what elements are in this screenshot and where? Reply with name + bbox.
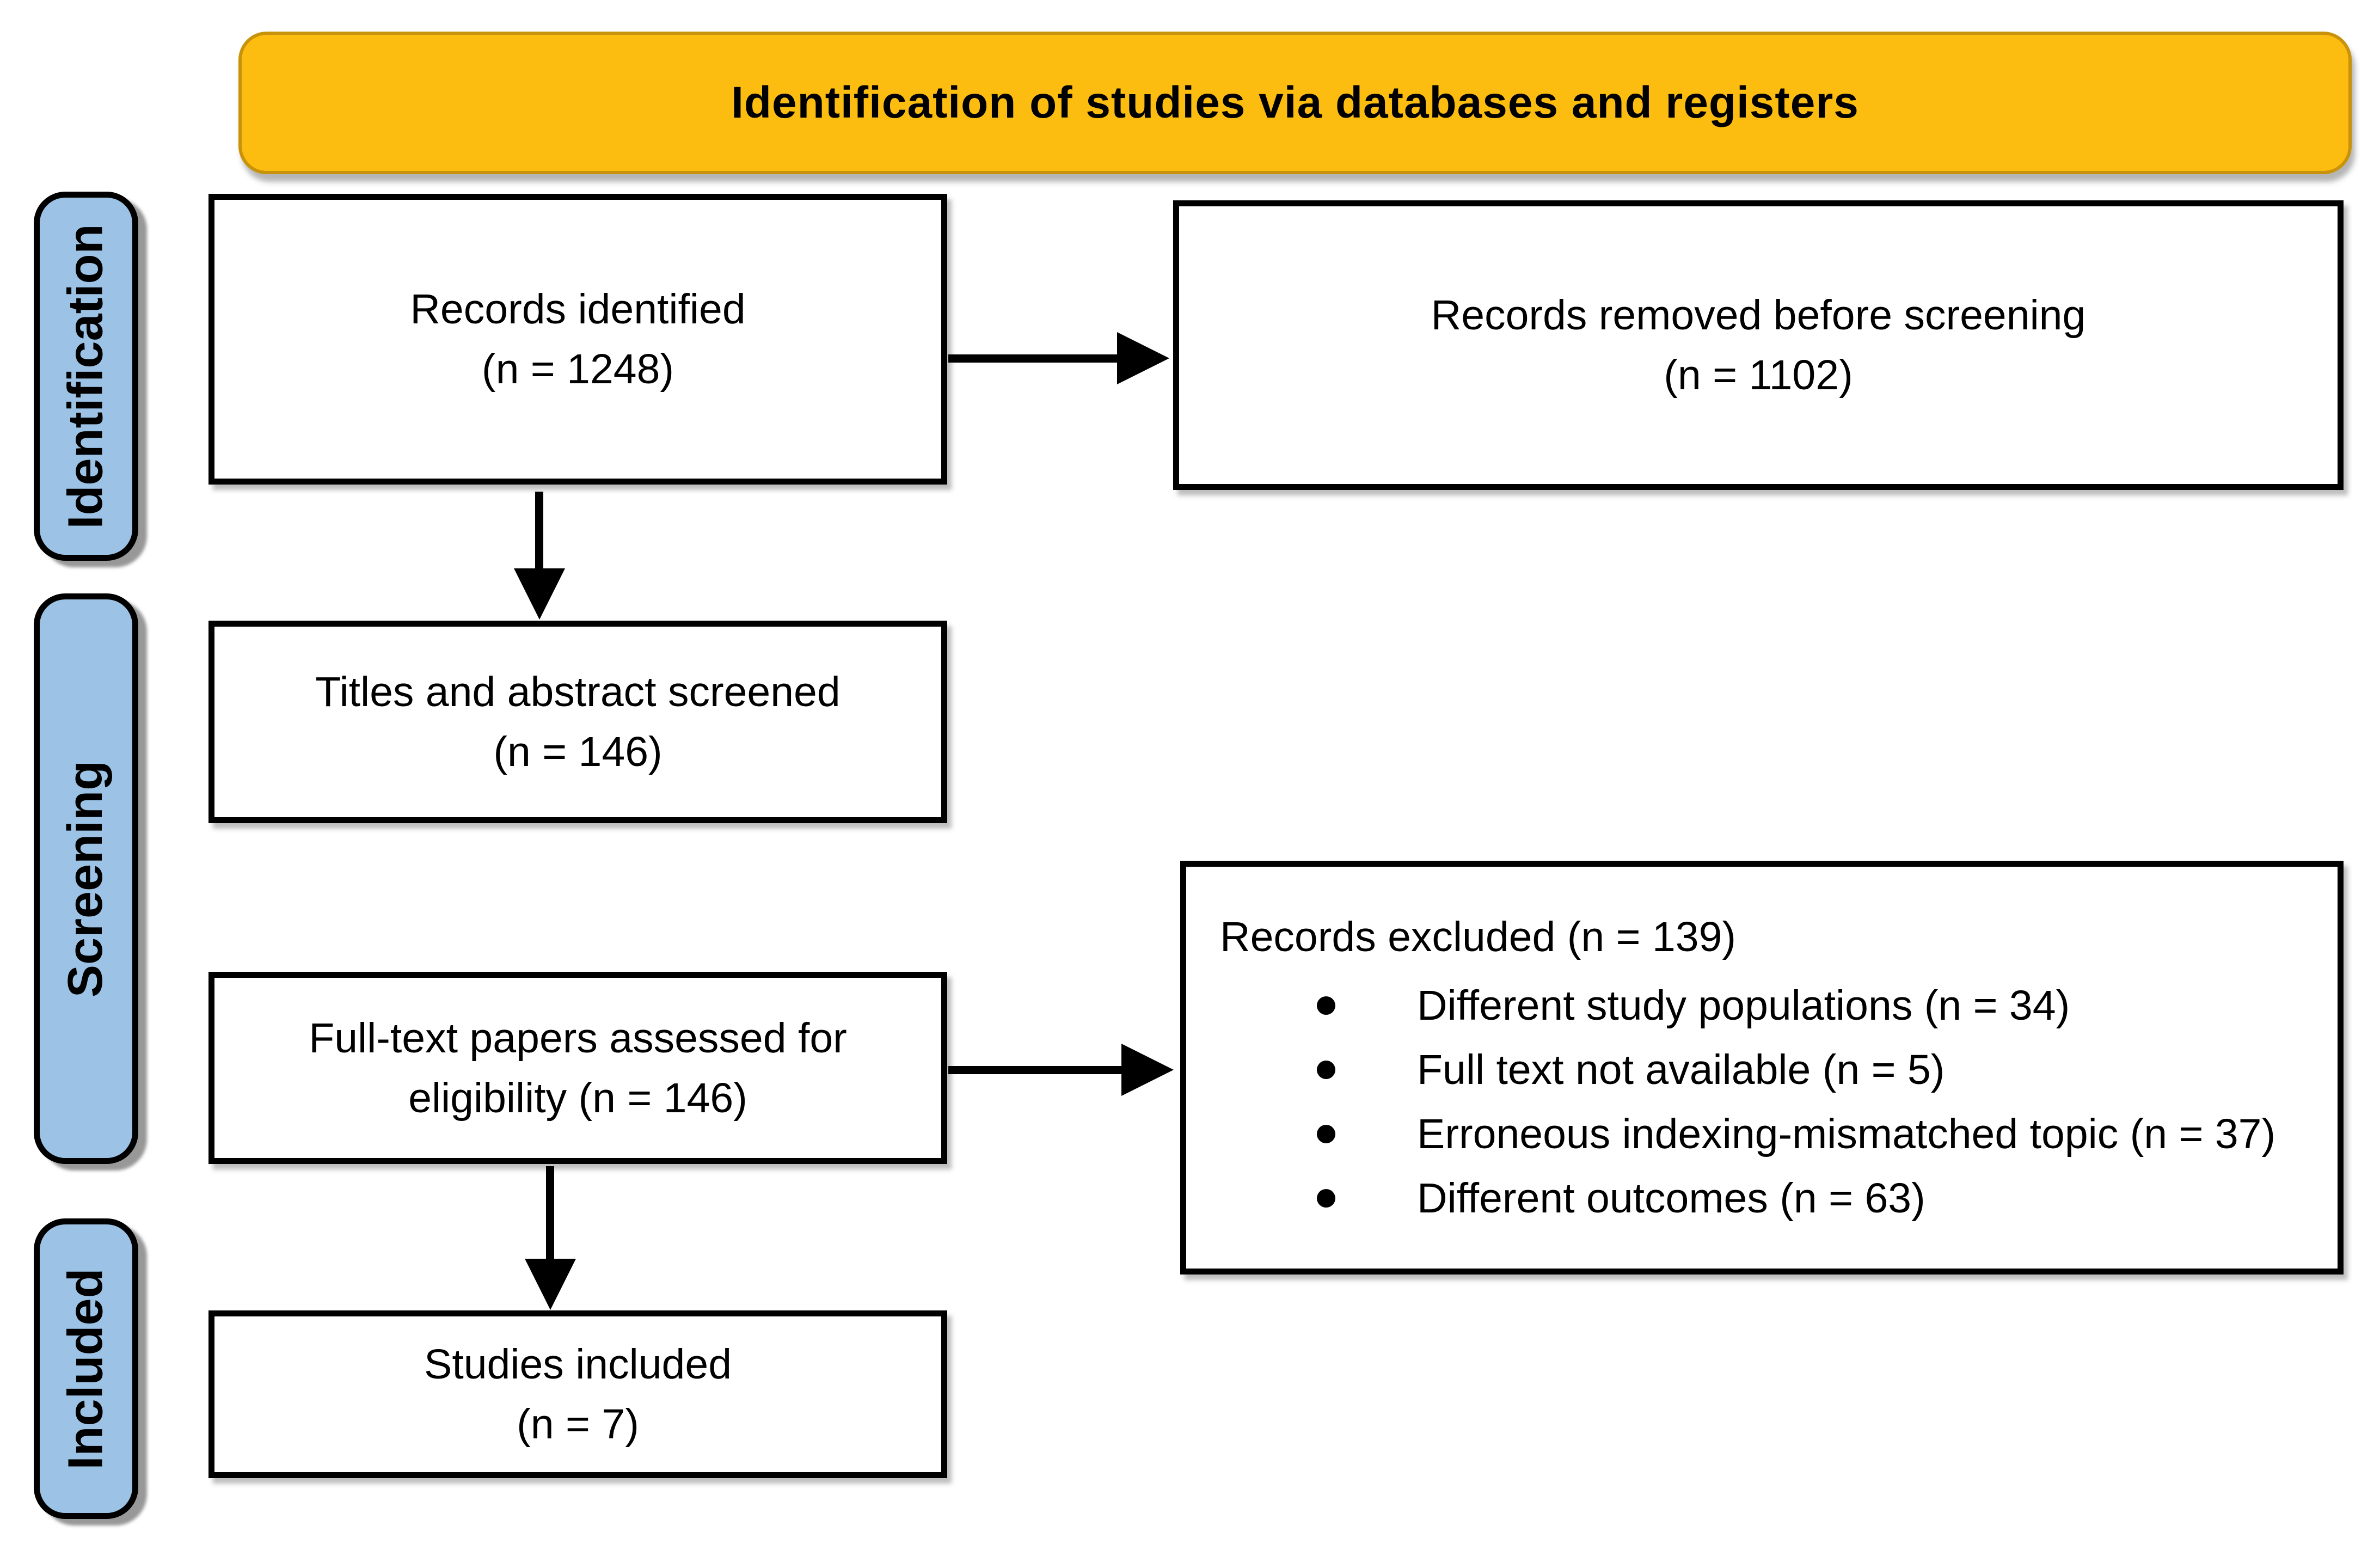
stage-label-included: Included (58, 1267, 113, 1470)
box-titles-screened: Titles and abstract screened (n = 146) (208, 621, 947, 823)
excluded-reason-text: Different outcomes (n = 63) (1417, 1175, 1925, 1222)
studies-included-text: Studies included (424, 1341, 732, 1388)
records-removed-count: (n = 1102) (1664, 352, 1853, 399)
bullet-icon (1317, 1125, 1335, 1143)
box-studies-included: Studies included (n = 7) (208, 1310, 947, 1478)
bullet-icon (1317, 996, 1335, 1015)
arrow-line (546, 1166, 554, 1263)
excluded-reason-text: Erroneous indexing-mismatched topic (n =… (1417, 1111, 2276, 1157)
excluded-reason-item: Different study populations (n = 34) (1317, 973, 2316, 1038)
fulltext-assessed-text: Full-text papers assessed for (309, 1014, 847, 1062)
banner-title: Identification of studies via databases … (731, 78, 1859, 127)
excluded-reason-item: Erroneous indexing-mismatched topic (n =… (1317, 1102, 2316, 1166)
excluded-reason-item: Different outcomes (n = 63) (1317, 1166, 2316, 1230)
arrow-head-right-icon (1117, 332, 1169, 384)
excluded-reason-item: Full text not available (n = 5) (1317, 1038, 2316, 1102)
excluded-reason-text: Full text not available (n = 5) (1417, 1046, 1945, 1093)
bullet-icon (1317, 1061, 1335, 1079)
stage-tab-screening: Screening (34, 593, 138, 1164)
records-excluded-heading: Records excluded (n = 139) (1220, 914, 1737, 960)
box-records-removed: Records removed before screening (n = 11… (1173, 200, 2344, 490)
stage-label-identification: Identification (58, 224, 113, 529)
bullet-icon (1317, 1189, 1335, 1208)
fulltext-assessed-count: eligibility (n = 146) (408, 1074, 747, 1122)
stage-tab-included: Included (34, 1218, 138, 1519)
box-fulltext-assessed: Full-text papers assessed for eligibilit… (208, 972, 947, 1164)
records-removed-text: Records removed before screening (1431, 292, 2086, 339)
box-records-identified: Records identified (n = 1248) (208, 194, 947, 485)
stage-label-screening: Screening (58, 760, 113, 997)
stage-tab-identification: Identification (34, 192, 138, 561)
arrow-line (948, 354, 1121, 363)
studies-included-count: (n = 7) (517, 1401, 639, 1448)
arrow-head-down-icon (514, 568, 565, 620)
excluded-reason-text: Different study populations (n = 34) (1417, 982, 2070, 1029)
titles-screened-text: Titles and abstract screened (315, 669, 841, 715)
arrow-head-down-icon (525, 1259, 576, 1310)
arrow-head-right-icon (1121, 1044, 1174, 1096)
arrow-line (535, 492, 543, 573)
arrow-line (948, 1066, 1122, 1074)
titles-screened-count: (n = 146) (493, 728, 663, 775)
banner-header: Identification of studies via databases … (238, 32, 2352, 174)
records-identified-count: (n = 1248) (481, 346, 674, 393)
box-records-excluded: Records excluded (n = 139) Different stu… (1180, 861, 2344, 1275)
records-identified-text: Records identified (410, 286, 746, 333)
